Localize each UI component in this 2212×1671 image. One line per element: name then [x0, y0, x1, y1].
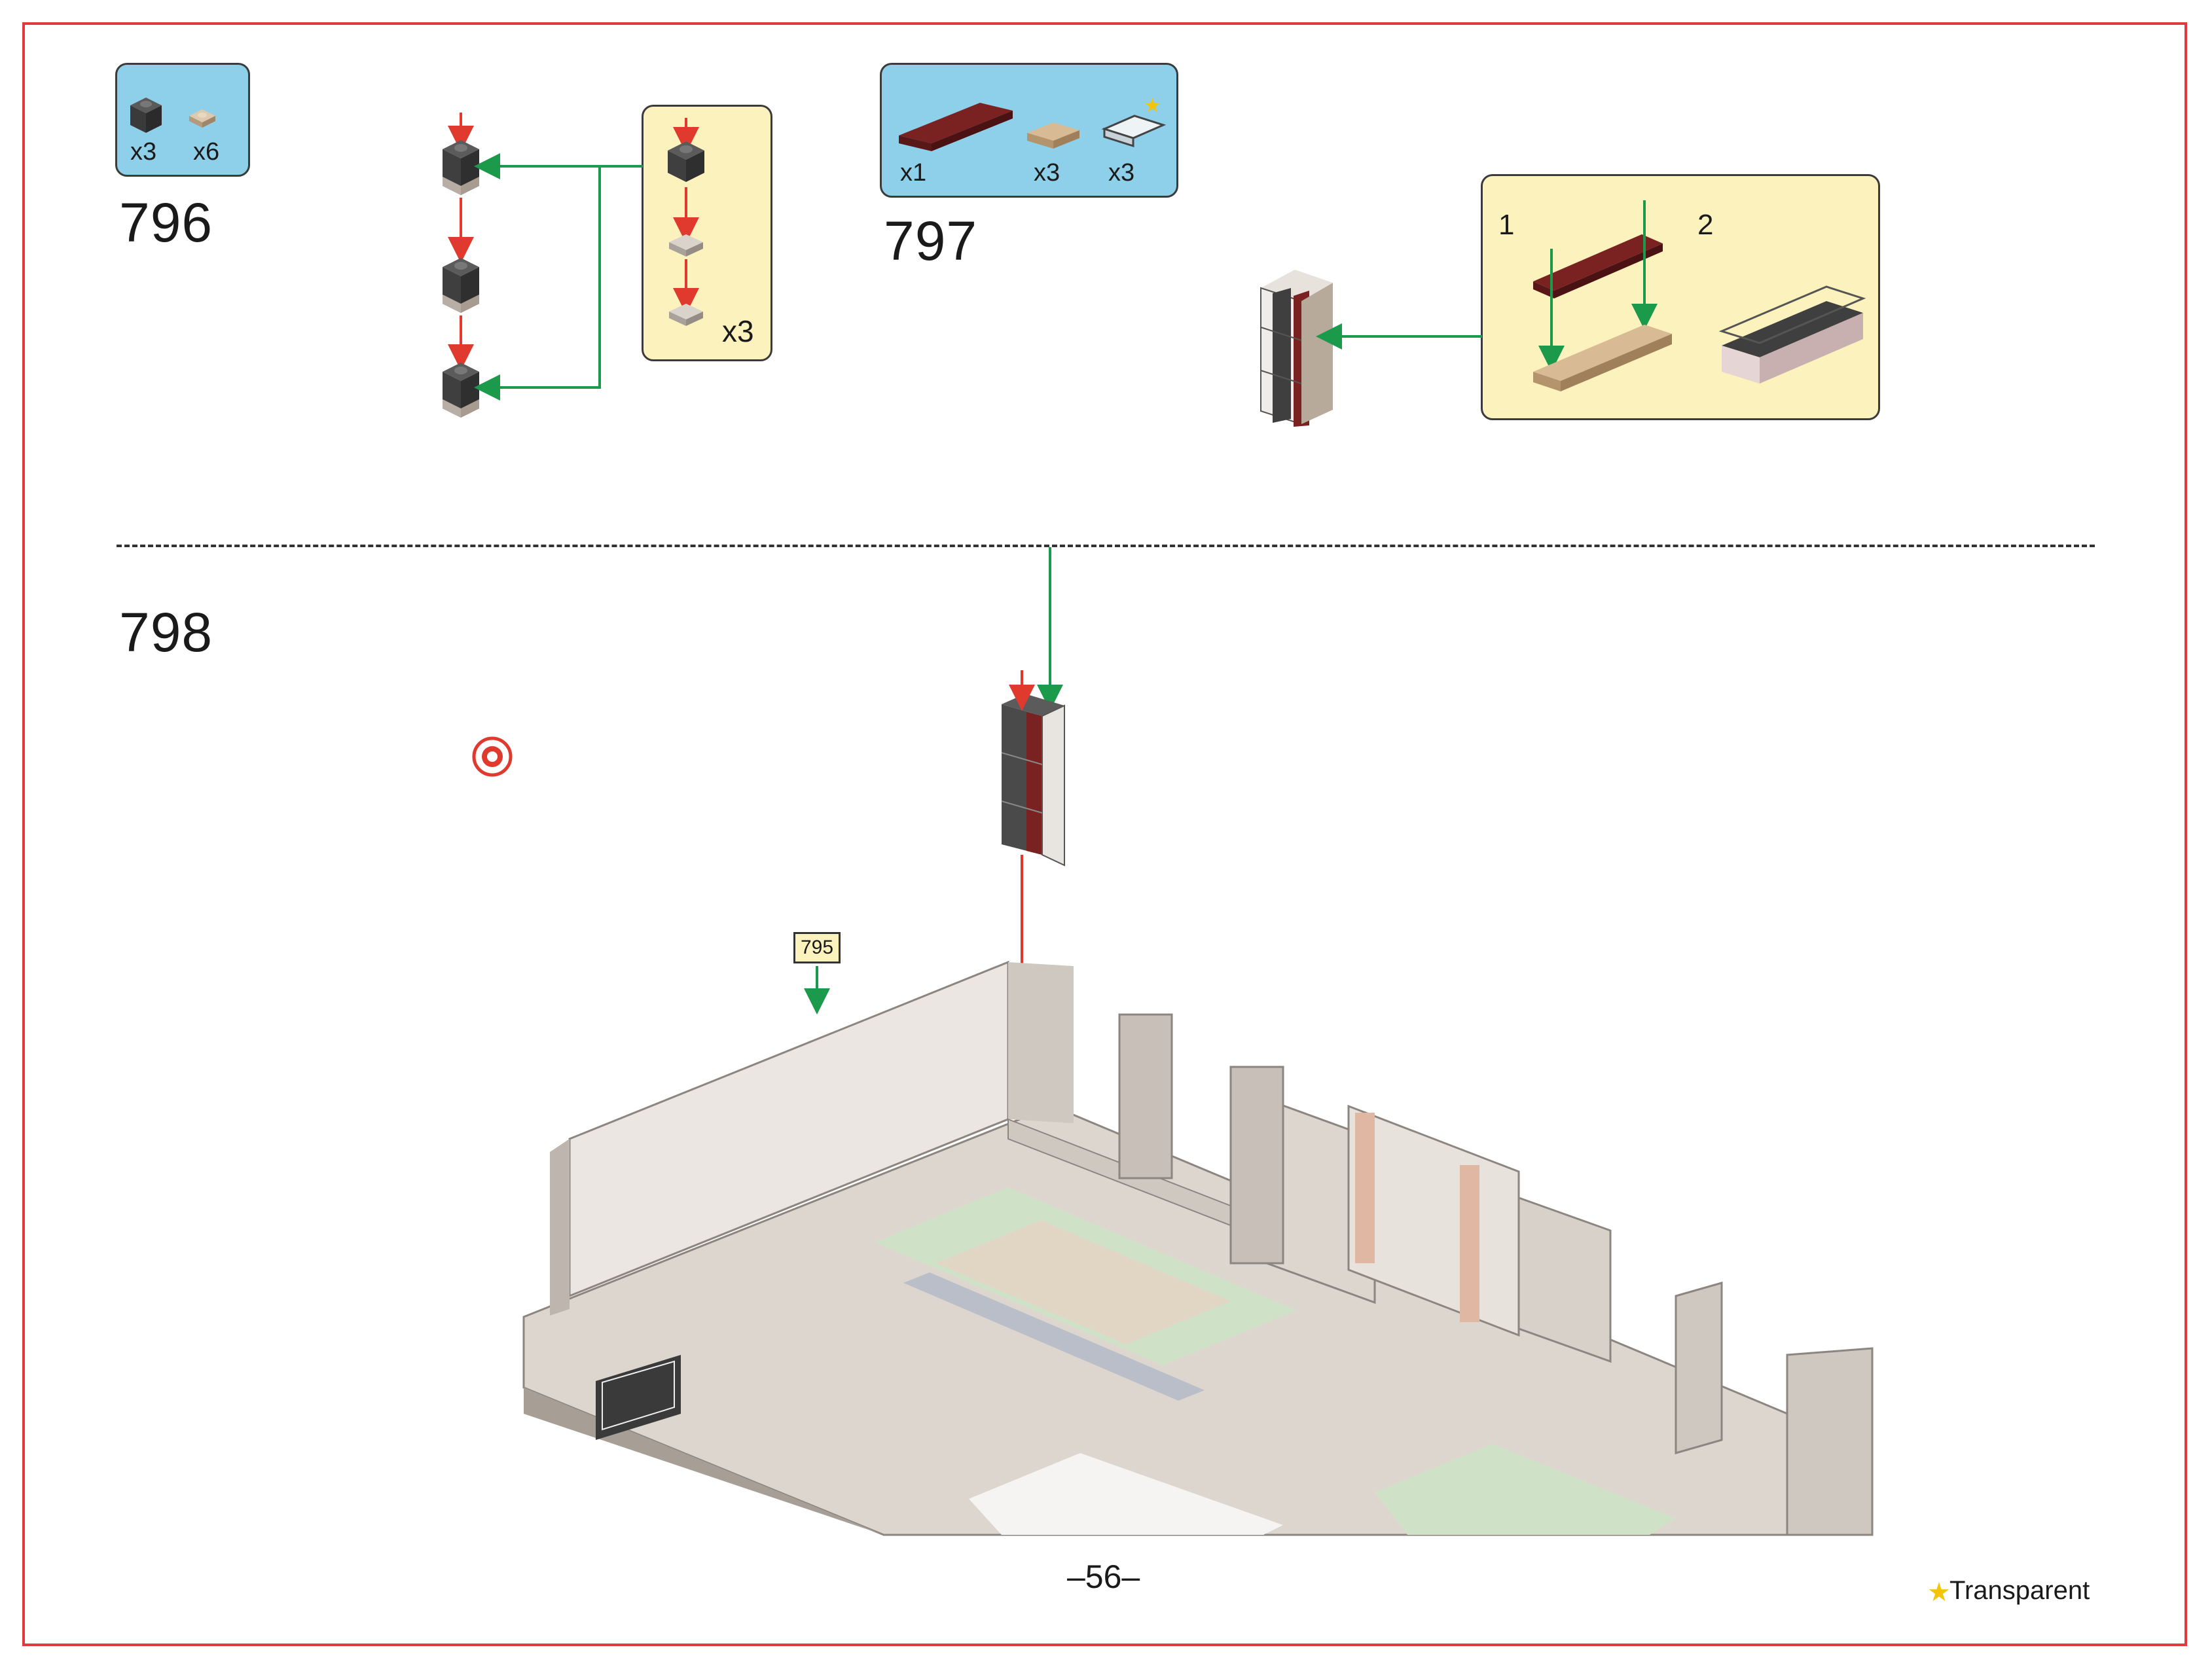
step-reference-label: 795	[793, 932, 841, 963]
star-icon: ★	[1927, 1577, 1951, 1608]
model-base-798	[522, 960, 1874, 1536]
substep-label: 2	[1697, 209, 1714, 241]
parts-list-796: x3 x6	[115, 63, 250, 177]
tan-tile-plate-icon	[1027, 122, 1079, 149]
svg-text:★: ★	[1144, 94, 1161, 117]
page-frame	[22, 22, 2187, 1646]
dark-grey-brick-icon	[130, 98, 162, 133]
dark-red-plate-icon	[899, 103, 1013, 151]
parts-list-797: ★ x1 x3 x3	[880, 63, 1178, 198]
part-qty: x6	[193, 138, 220, 166]
page-number: –56–	[1067, 1558, 1140, 1595]
substep-label: 1	[1498, 209, 1515, 241]
callout-796-parts	[668, 118, 704, 326]
section-divider	[117, 545, 2095, 547]
parts-797-icons: ★	[899, 94, 1167, 151]
legend-transparent: Transparent	[1949, 1576, 2090, 1605]
callout-797-parts	[1533, 200, 1866, 391]
brick-stack-796	[443, 113, 643, 418]
step-number: 796	[119, 192, 213, 253]
part-qty: x3	[1034, 159, 1061, 187]
part-qty: x3	[1108, 159, 1135, 187]
part-qty: x3	[130, 138, 157, 166]
wall-column-798	[1001, 694, 1065, 867]
callout-multiplier: x3	[722, 314, 754, 348]
rotate-model-icon	[472, 736, 513, 777]
part-qty: x1	[900, 159, 927, 187]
step-number: 798	[119, 602, 213, 663]
tan-plate-icon	[189, 109, 215, 128]
parts-796-icons	[130, 98, 215, 133]
step-number: 797	[884, 210, 978, 272]
sub-assembly-callout-796: x3	[642, 105, 772, 361]
transparent-panel-icon: ★	[1101, 94, 1167, 148]
wall-column-797	[1260, 270, 1482, 427]
